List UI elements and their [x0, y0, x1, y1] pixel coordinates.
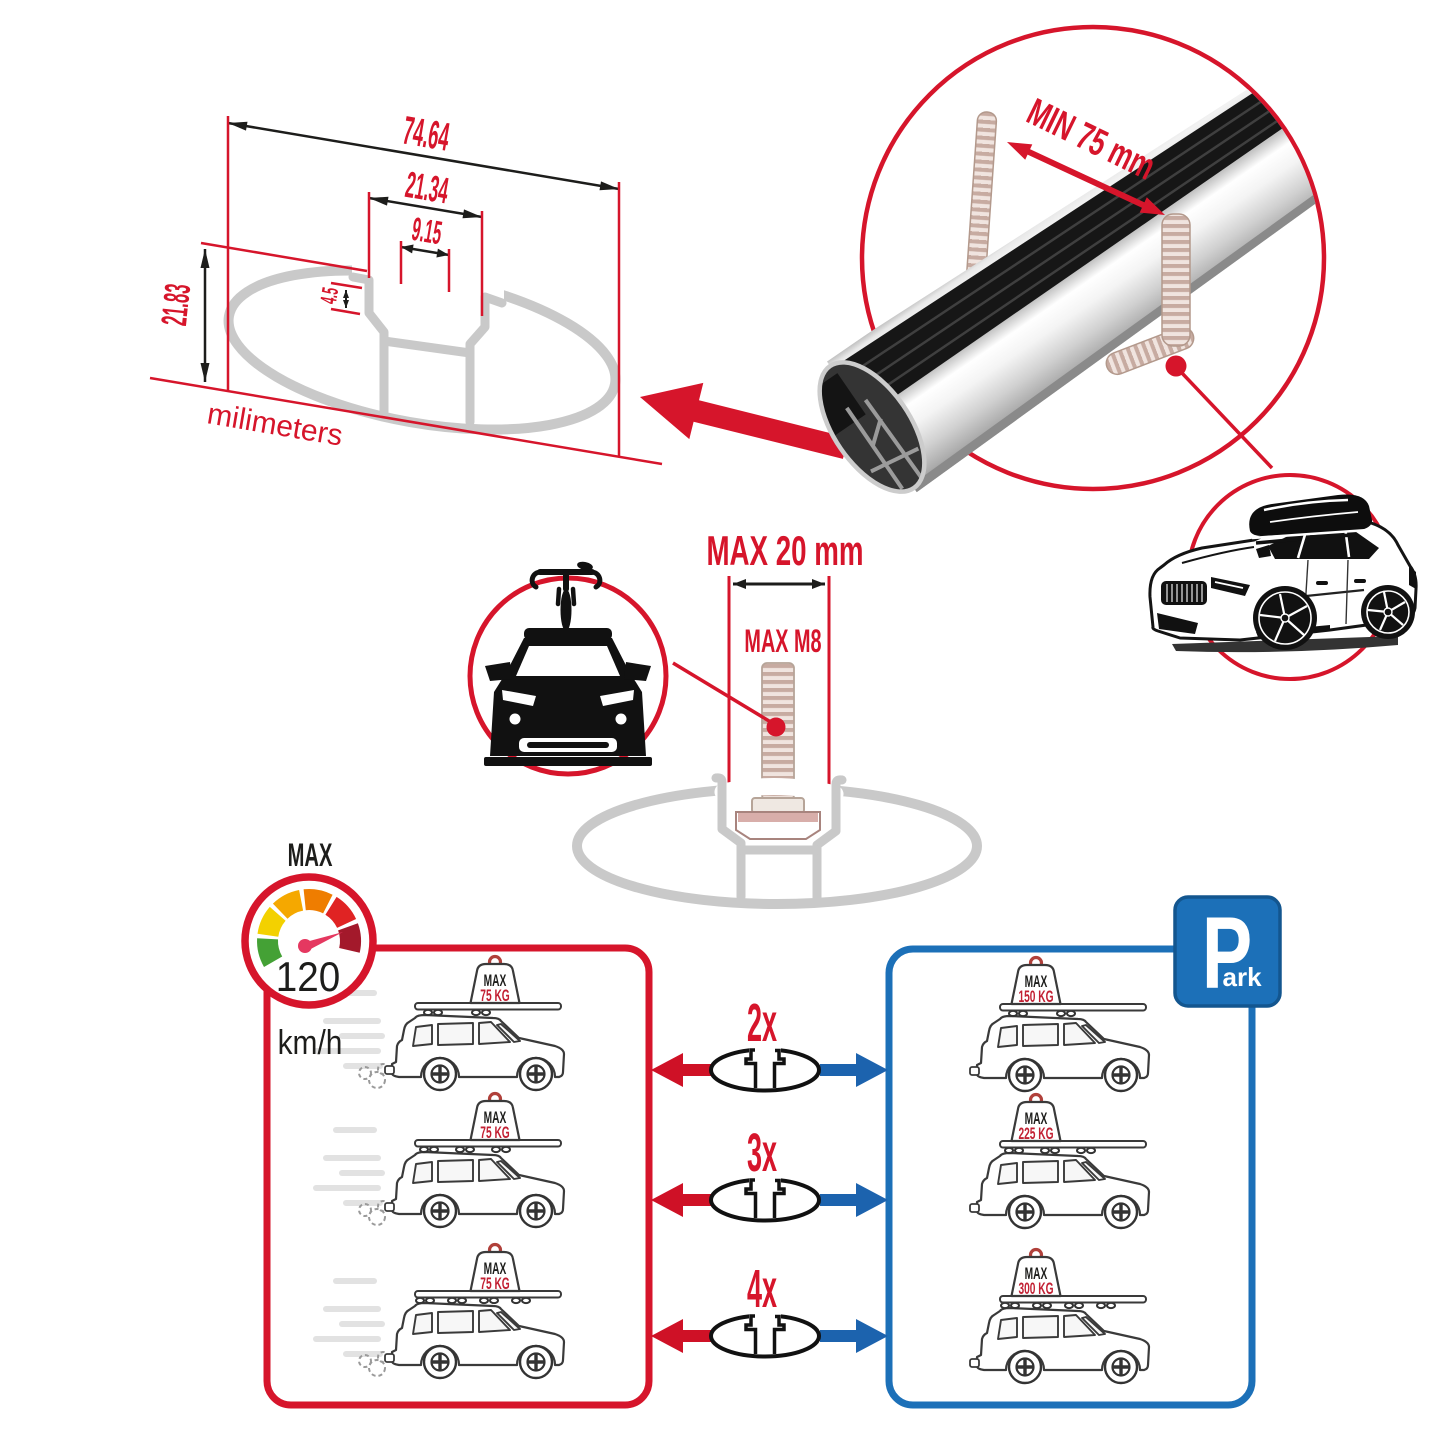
svg-text:74.64: 74.64 — [400, 108, 453, 160]
svg-text:21.83: 21.83 — [154, 282, 198, 327]
svg-text:4.5: 4.5 — [316, 286, 344, 306]
svg-text:MAX: MAX — [484, 1258, 507, 1277]
svg-text:MAX: MAX — [484, 970, 507, 989]
svg-text:225 KG: 225 KG — [1018, 1123, 1053, 1142]
svg-text:75 KG: 75 KG — [480, 1273, 510, 1292]
svg-text:300 KG: 300 KG — [1018, 1278, 1053, 1297]
svg-text:2x: 2x — [747, 993, 777, 1054]
svg-text:P: P — [1202, 897, 1252, 1011]
svg-text:4x: 4x — [747, 1259, 777, 1320]
svg-text:ark: ark — [1222, 962, 1262, 992]
svg-text:3x: 3x — [747, 1123, 777, 1184]
svg-text:km/h: km/h — [278, 1023, 343, 1061]
svg-text:MAX 20 mm: MAX 20 mm — [706, 527, 863, 574]
svg-text:9.15: 9.15 — [409, 212, 444, 252]
svg-text:150 KG: 150 KG — [1018, 986, 1053, 1005]
svg-text:21.34: 21.34 — [403, 165, 452, 213]
svg-text:120: 120 — [276, 952, 340, 1000]
svg-text:MAX: MAX — [1025, 1263, 1048, 1282]
svg-text:MAX: MAX — [288, 837, 333, 873]
svg-text:MAX: MAX — [1025, 971, 1048, 990]
svg-text:75 KG: 75 KG — [480, 1122, 510, 1141]
svg-text:75 KG: 75 KG — [480, 985, 510, 1004]
svg-text:MAX: MAX — [1025, 1108, 1048, 1127]
svg-text:MAX: MAX — [484, 1107, 507, 1126]
svg-text:MAX M8: MAX M8 — [744, 623, 821, 659]
